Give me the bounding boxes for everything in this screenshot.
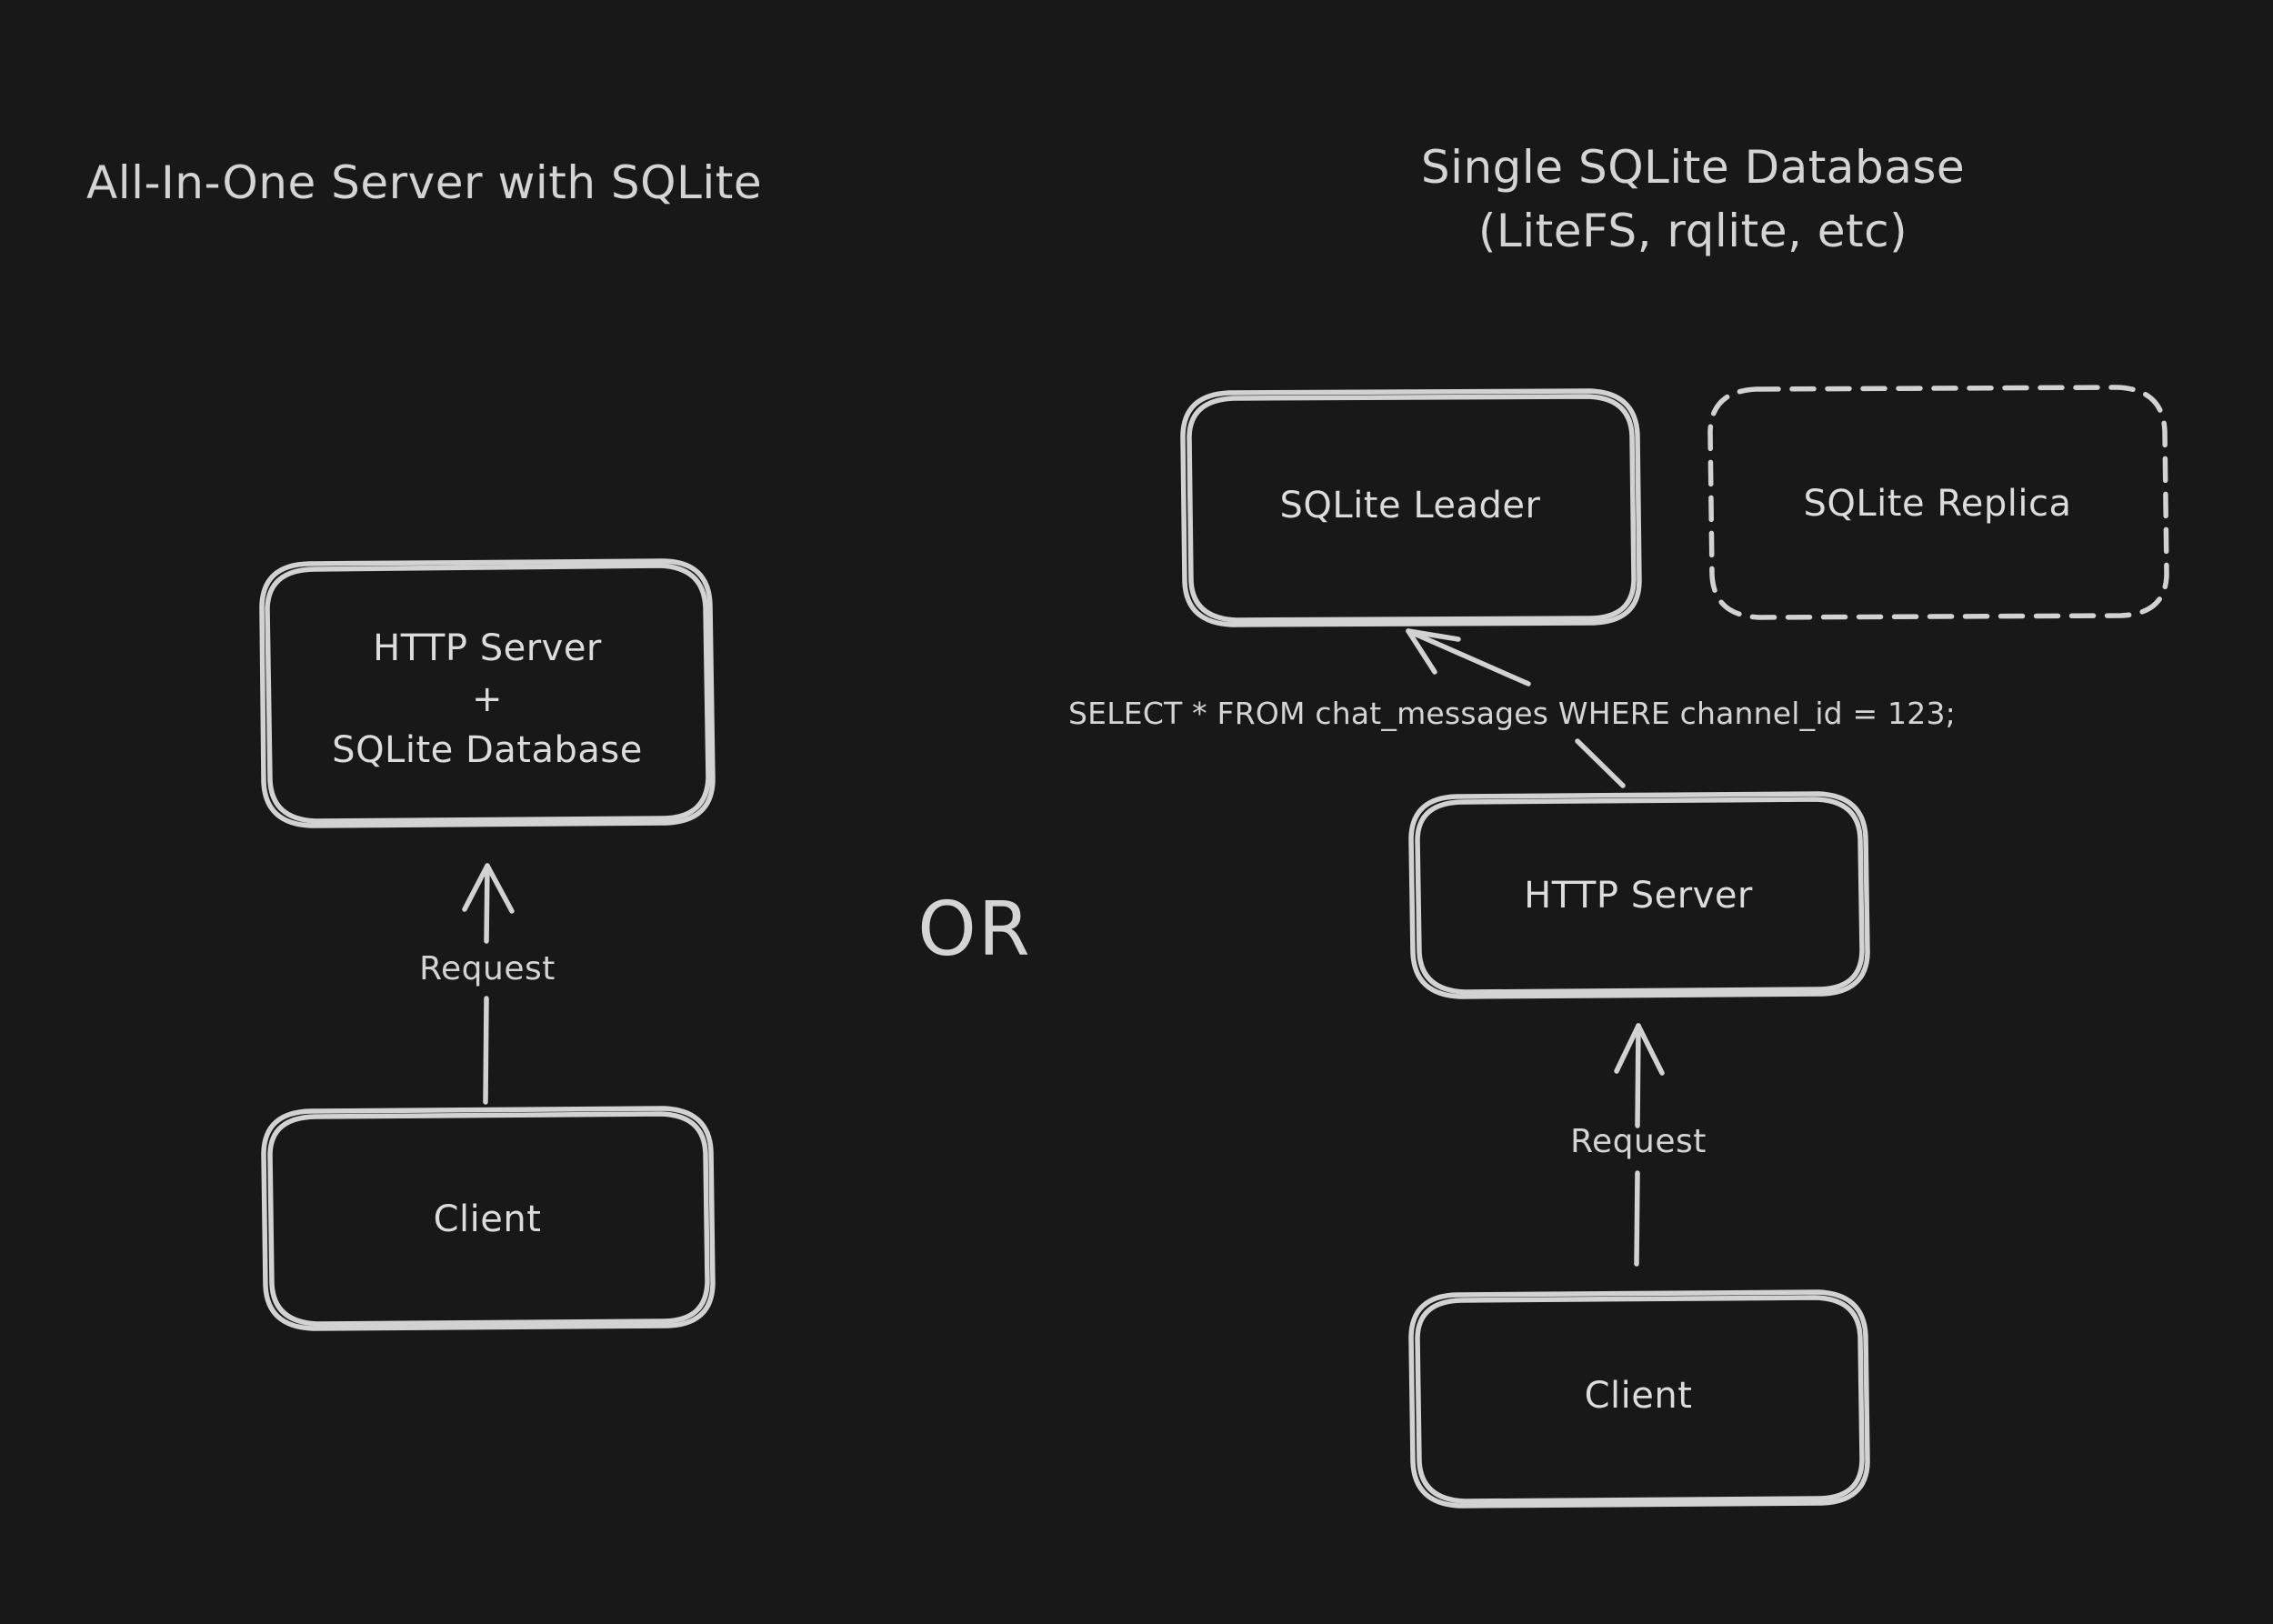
left-server-box-label-plus: + [471,678,504,720]
leader-box-label: SQLite Leader [1279,485,1541,526]
leader-query-arrow-label: SELECT * FROM chat_messages WHERE channe… [1068,696,1956,731]
right-request-arrow-label: Request [1570,1123,1707,1160]
left-section-title: All-In-One Server with SQLite [86,156,763,209]
left-client-box-border [261,1106,716,1331]
or-separator-label: OR [917,887,1032,973]
right-section-title-line1: Single SQLite Database [1420,141,1966,194]
left-server-box-label-line1: HTTP Server [373,627,602,669]
left-request-arrow-label: Request [419,950,556,987]
replica-box-label: SQLite Replica [1803,483,2072,525]
right-client-box-border [1408,1289,1870,1509]
right-section-title-line2: (LiteFS, rqlite, etc) [1477,205,1908,257]
right-server-box-border [1408,791,1870,999]
leader-box-border [1180,388,1642,627]
left-server-box-label-line3: SQLite Database [332,729,643,771]
left-request-arrow [462,863,515,1105]
left-server-box-border [259,558,716,828]
left-client-box-label: Client [433,1198,542,1240]
right-server-box-label: HTTP Server [1524,875,1753,917]
right-request-arrow [1614,1023,1665,1267]
leader-query-arrow [1406,628,1626,788]
replica-box-border [1707,385,2169,620]
right-client-box-label: Client [1584,1375,1693,1417]
